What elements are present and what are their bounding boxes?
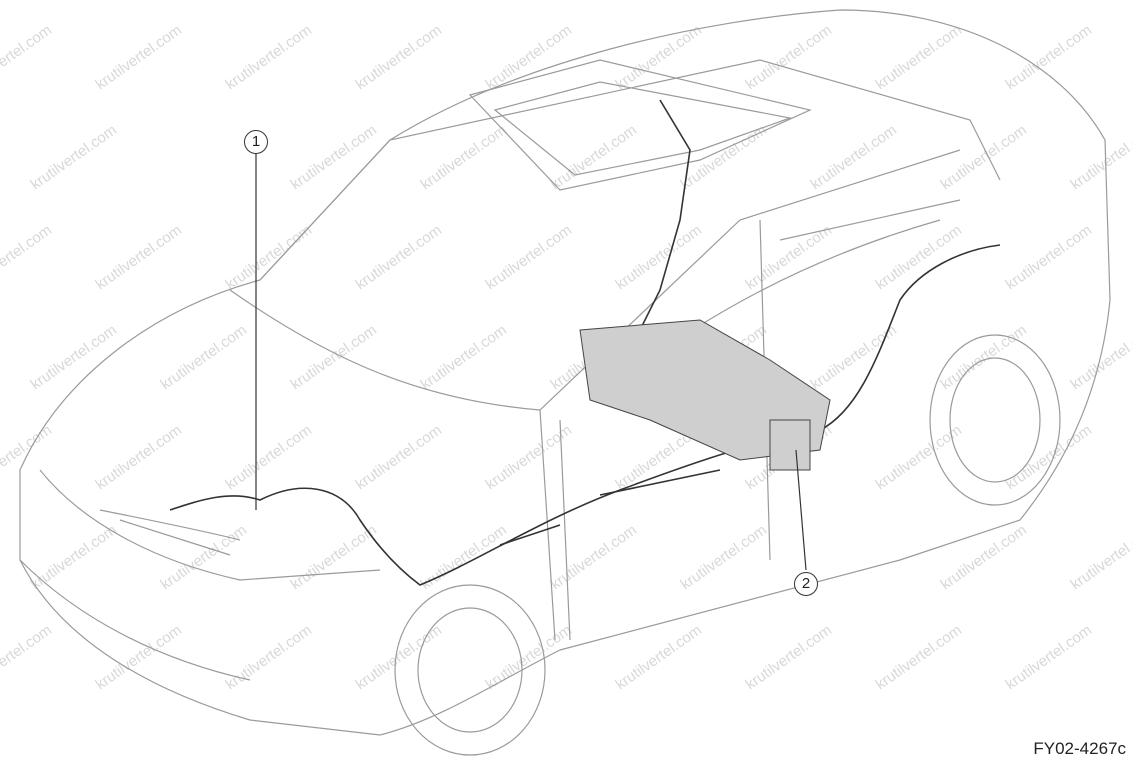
watermark-text: krutilvertel.com [613, 222, 705, 294]
watermark-text: krutilvertel.com [548, 522, 640, 594]
watermark-text: krutilvertel.com [873, 222, 965, 294]
watermark-text: krutilvertel.com [28, 122, 120, 194]
watermark-text: krutilvertel.com [353, 222, 445, 294]
callout-2: 2 [794, 572, 818, 596]
car-body-outline [19, 9, 1111, 756]
watermark-text: krutilvertel.com [93, 622, 185, 694]
watermark-text: krutilvertel.com [0, 422, 55, 494]
watermark-text: krutilvertel.com [288, 522, 380, 594]
watermark-text: krutilvertel.com [0, 22, 55, 94]
watermark-text: krutilvertel.com [93, 422, 185, 494]
watermark-layer: krutilvertel.com krutilvertel.com krutilve… [0, 22, 1132, 694]
watermark-text: krutilvertel.com [223, 422, 315, 494]
watermark-text: krutilvertel.com [418, 322, 510, 394]
leader-lines [255, 153, 807, 571]
watermark-text: krutilvertel.com [1003, 222, 1095, 294]
watermark-text: krutilvertel.com [158, 522, 250, 594]
watermark-text: krutilvertel.com [0, 622, 55, 694]
watermark-text: krutilvertel.com [28, 522, 120, 594]
watermark-text: krutilvertel.com [678, 522, 770, 594]
watermark-text: krutilvertel.com [808, 122, 900, 194]
watermark-text: krutilvertel.com [0, 222, 55, 294]
watermark-text: krutilvertel.com [93, 222, 185, 294]
watermark-text: krutilvertel.com [743, 622, 835, 694]
fuel-system-parts [169, 99, 1001, 586]
watermark-text: krutilvertel.com [743, 22, 835, 94]
watermark-text: krutilvertel.com [288, 122, 380, 194]
watermark-text: krutilvertel.com [418, 122, 510, 194]
watermark-text: krutilvertel.com [353, 622, 445, 694]
watermark-text: krutilvertel.com [483, 622, 575, 694]
watermark-text: krutilvertel.com [353, 22, 445, 94]
watermark-text: krutilvertel.com [483, 22, 575, 94]
watermark-text: krutilvertel.com [1003, 422, 1095, 494]
watermark-text: krutilvertel.com [288, 322, 380, 394]
figure-code: FY02-4267c [1033, 739, 1126, 758]
watermark-text: krutilvertel.com [743, 222, 835, 294]
watermark-text: krutilvertel.com [808, 322, 900, 394]
watermark-text: krutilvertel.com [483, 222, 575, 294]
watermark-text: krutilvertel.com [678, 122, 770, 194]
watermark-text: krutilvertel.com [873, 622, 965, 694]
watermark-text: krutilvertel.com [1068, 522, 1132, 594]
watermark-text: krutilvertel.com [353, 422, 445, 494]
watermark-text: krutilvertel.com [938, 122, 1030, 194]
callout-1: 1 [244, 130, 268, 154]
watermark-text: krutilvertel.com [418, 522, 510, 594]
watermark-text: krutilvertel.com [873, 22, 965, 94]
watermark-text: krutilvertel.com [1003, 22, 1095, 94]
watermark-text: krutilvertel.com [223, 622, 315, 694]
watermark-text: krutilvertel.com [223, 222, 315, 294]
watermark-text: krutilvertel.com [223, 22, 315, 94]
watermark-text: krutilvertel.com [93, 22, 185, 94]
watermark-text: krutilvertel.com [1003, 622, 1095, 694]
watermark-text: krutilvertel.com [28, 322, 120, 394]
watermark-text: krutilvertel.com [158, 322, 250, 394]
